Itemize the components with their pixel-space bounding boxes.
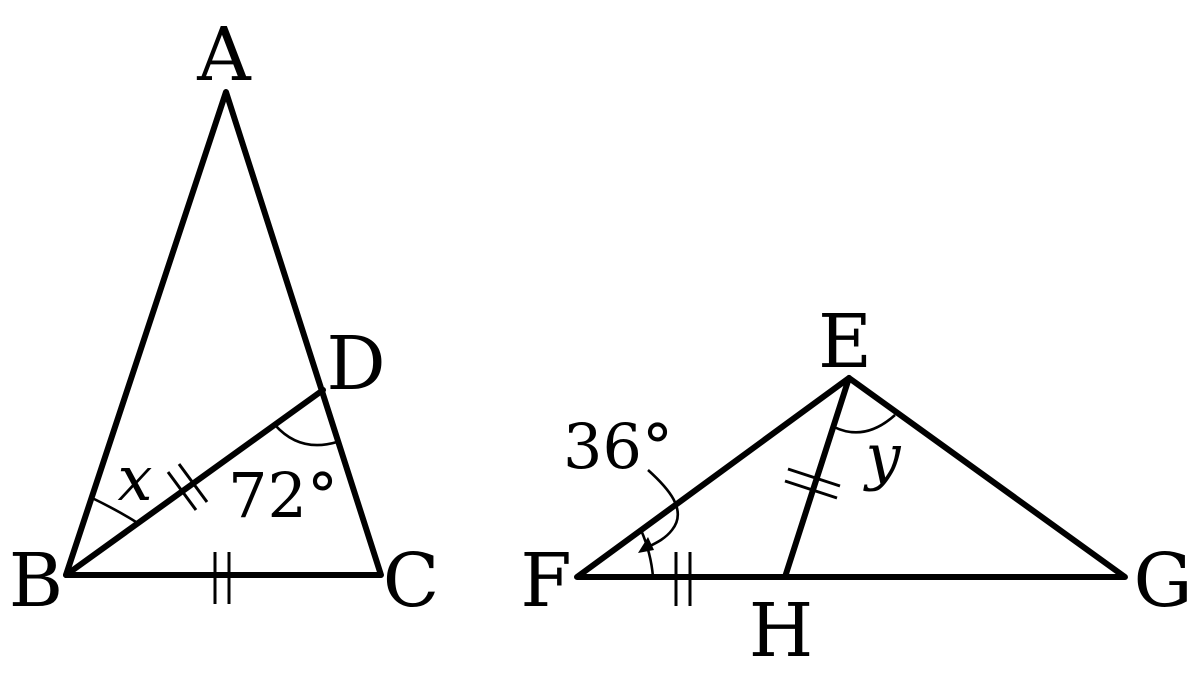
vertex-label-a: A bbox=[196, 12, 252, 98]
vertex-label-d: D bbox=[326, 321, 385, 407]
tick-marks-bc bbox=[213, 552, 231, 604]
triangle-abc: A B C D x 72° bbox=[9, 12, 440, 624]
triangle-abc-outline bbox=[63, 89, 384, 578]
angle-arc-efh bbox=[639, 529, 655, 578]
angle-pointer-arrowhead bbox=[638, 537, 654, 553]
tick-marks-eh bbox=[784, 467, 841, 500]
vertex-label-c: C bbox=[383, 538, 440, 624]
angle-arc-bdc bbox=[274, 424, 338, 447]
angle-label-abd: x bbox=[118, 442, 153, 515]
angle-label-bdc: 72° bbox=[228, 459, 338, 532]
vertex-label-f: F bbox=[520, 538, 571, 624]
segment-bd bbox=[63, 387, 326, 578]
angle-label-efh: 36° bbox=[563, 410, 673, 483]
tick-marks-fh bbox=[674, 552, 692, 606]
vertex-label-g: G bbox=[1133, 538, 1192, 624]
angle-label-heg: y bbox=[862, 420, 901, 493]
triangle-efg-outline bbox=[574, 375, 1128, 580]
tick-marks-bd bbox=[166, 463, 209, 511]
vertex-label-e: E bbox=[818, 299, 872, 385]
angle-arc-heg bbox=[833, 414, 896, 434]
triangle-efg: E F G H 36° y bbox=[520, 299, 1192, 674]
vertex-label-b: B bbox=[9, 538, 63, 624]
angle-arc-abd bbox=[89, 495, 137, 524]
vertex-label-h: H bbox=[749, 588, 814, 674]
angle-pointer-arrow bbox=[645, 469, 679, 550]
